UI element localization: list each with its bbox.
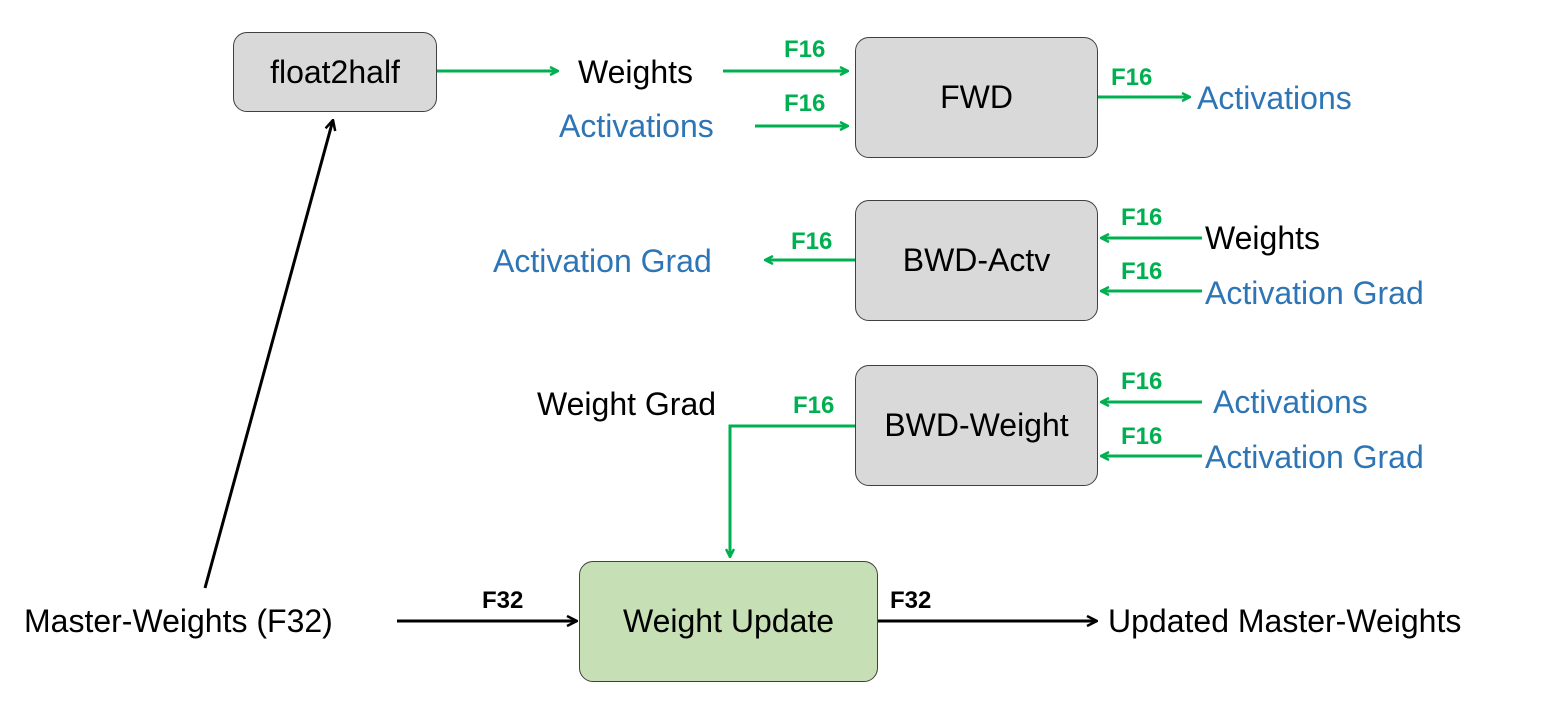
f16-tag-weights-in: F16 [784, 36, 826, 63]
f16-tag-bwd-actv-grad: F16 [1121, 258, 1163, 285]
f32-tag-update-out: F32 [890, 587, 932, 614]
f16-tag-activations-in: F16 [784, 90, 826, 117]
activation-grad-bwd-in-label: Activation Grad [1205, 275, 1424, 311]
weight-grad-label: Weight Grad [537, 386, 717, 422]
fwd-box: FWD [855, 37, 1098, 158]
bwd-actv-label: BWD-Actv [902, 242, 1051, 278]
weights-bwd-label: Weights [1205, 220, 1321, 256]
fwd-label: FWD [940, 79, 1013, 115]
master-to-float2half-arrow [203, 120, 333, 589]
weight-update-label: Weight Update [622, 603, 835, 639]
weight-update-box: Weight Update [579, 561, 878, 682]
activations-fwd-in-label: Activations [559, 108, 714, 144]
bwd-weight-to-weight-update-arrow [730, 424, 856, 557]
updated-master-weights-label: Updated Master-Weights [1108, 603, 1462, 639]
float2half-box: float2half [233, 32, 437, 112]
bwd-weight-box: BWD-Weight [855, 365, 1098, 486]
bwd-weight-label: BWD-Weight [884, 407, 1069, 443]
f16-tag-fwd-out: F16 [1111, 64, 1153, 91]
activation-grad-out-label: Activation Grad [493, 243, 712, 279]
activation-grad-bwdw-in-label: Activation Grad [1205, 439, 1424, 475]
f16-tag-bwd-weight-grad: F16 [1121, 423, 1163, 450]
master-weights-label: Master-Weights (F32) [24, 603, 333, 639]
f32-tag-master-in: F32 [482, 587, 524, 614]
weights-fwd-label: Weights [578, 54, 694, 90]
f16-tag-weight-grad: F16 [793, 392, 835, 419]
f16-tag-bwd-actv-out: F16 [791, 228, 833, 255]
bwd-actv-box: BWD-Actv [855, 200, 1098, 321]
f16-tag-bwd-actv-weights: F16 [1121, 204, 1163, 231]
f16-tag-bwd-weight-activations: F16 [1121, 368, 1163, 395]
float2half-label: float2half [270, 53, 400, 90]
activations-bwdw-in-label: Activations [1213, 384, 1368, 420]
activations-fwd-out-label: Activations [1197, 80, 1352, 116]
